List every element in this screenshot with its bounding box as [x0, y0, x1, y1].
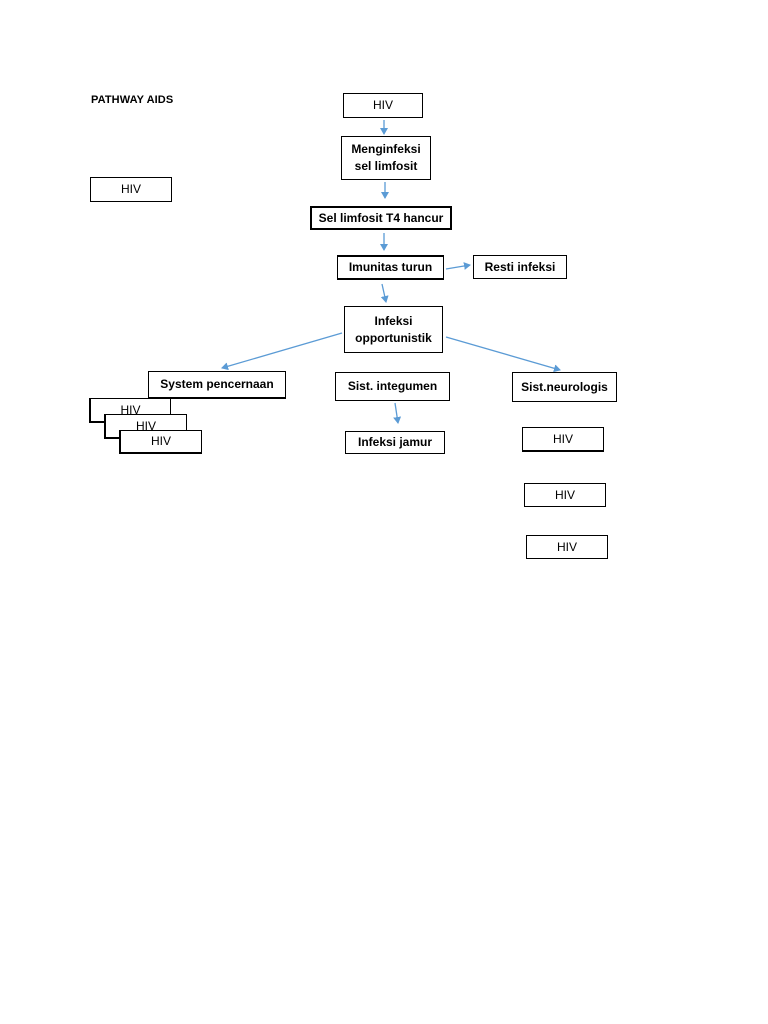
arrow-integumen-to-jamur: [393, 402, 402, 424]
arrow-imunitas-to-infeksi-opp: [380, 283, 389, 303]
arrow-imunitas-to-resti: [445, 262, 471, 270]
arrow-infeksi-opp-to-pencernaan: [221, 332, 343, 371]
page-title: PATHWAY AIDS: [91, 94, 174, 106]
node-hiv-right-2: HIV: [524, 483, 606, 507]
node-hiv-right-1: HIV: [522, 427, 604, 452]
node-infeksi-jamur: Infeksi jamur: [345, 431, 445, 454]
node-hiv-left: HIV: [90, 177, 172, 202]
node-hiv-stack-3: HIV: [119, 430, 202, 454]
node-imunitas: Imunitas turun: [337, 255, 444, 280]
node-infeksi-opportunistik: Infeksi opportunistik: [344, 306, 443, 353]
node-hiv-right-3: HIV: [526, 535, 608, 559]
arrow-infeksi-opp-to-neurologis: [445, 336, 561, 373]
node-hiv-top: HIV: [343, 93, 423, 118]
node-menginfeksi: Menginfeksi sel limfosit: [341, 136, 431, 180]
node-sist-integumen: Sist. integumen: [335, 372, 450, 401]
node-resti-infeksi: Resti infeksi: [473, 255, 567, 279]
node-sist-neurologis: Sist.neurologis: [512, 372, 617, 402]
node-system-pencernaan: System pencernaan: [148, 371, 286, 399]
node-sel-limfosit: Sel limfosit T4 hancur: [310, 206, 452, 230]
